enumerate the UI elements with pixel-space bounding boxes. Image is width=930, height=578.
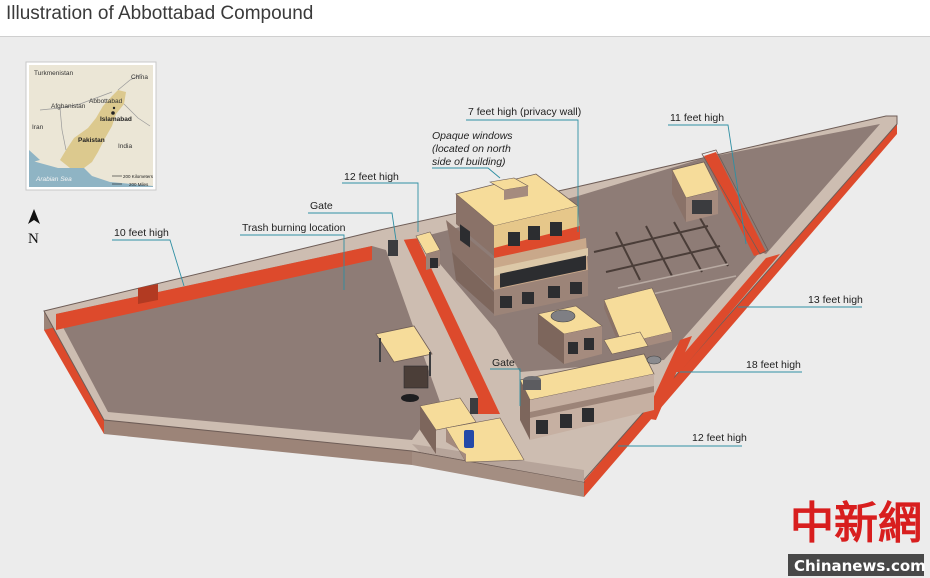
main-building [446, 173, 588, 316]
abbottabad-marker [112, 106, 116, 110]
callout-11-feet: 11 feet high [670, 112, 724, 124]
callout-12-feet-upper: 12 feet high [344, 171, 399, 183]
compound-model [43, 115, 898, 497]
north-arrow-icon: N [28, 209, 40, 247]
map-label-arabian-sea: Arabian Sea [35, 176, 72, 183]
gatehouse-south [419, 396, 525, 463]
callout-leaders [112, 119, 862, 447]
low-annex-building [603, 287, 673, 355]
guest-house-building [519, 353, 662, 440]
north-gate-opening [388, 240, 398, 256]
yard-grid [593, 217, 729, 281]
callout-trash-burning: Trash burning location [242, 222, 346, 234]
map-scale-km: 200 Kilometers [123, 174, 154, 179]
callout-privacy-wall: 7 feet high (privacy wall) [468, 106, 581, 118]
map-label-india: India [118, 143, 132, 150]
callout-gate-lower: Gate [492, 357, 515, 369]
map-scale-mi: 200 Miles [129, 182, 149, 187]
compass-letter: N [28, 231, 39, 247]
location-map: Turkmenistan China Abbottabad Afghanista… [25, 61, 157, 191]
map-label-turkmenistan: Turkmenistan [34, 70, 74, 77]
callout-opaque-windows-line2: (located on north [432, 143, 511, 155]
map-label-afghanistan: Afghanistan [51, 103, 86, 110]
watermark-chinese: 中新網 [790, 498, 922, 549]
map-label-islamabad: Islamabad [100, 116, 132, 123]
chinanews-watermark: 中新網 Chinanews.com [788, 498, 926, 576]
blue-barrel-icon [464, 430, 474, 448]
callout-opaque-windows-line3: side of building) [432, 156, 506, 168]
map-label-iran: Iran [32, 124, 44, 131]
gatehouse-north [415, 231, 441, 270]
callout-gate-upper: Gate [310, 200, 333, 212]
callout-13-feet: 13 feet high [808, 294, 863, 306]
watermark-english: Chinanews.com [794, 557, 926, 575]
page-title: Illustration of Abbottabad Compound [6, 3, 314, 24]
water-tank-building [537, 305, 603, 364]
map-label-china: China [131, 74, 148, 81]
map-label-abbottabad: Abbottabad [89, 98, 123, 105]
callout-12-feet-lower: 12 feet high [692, 432, 747, 444]
map-label-pakistan: Pakistan [78, 137, 105, 144]
title-divider [0, 36, 930, 37]
annex-building-northeast [671, 161, 719, 222]
islamabad-marker [111, 111, 115, 115]
callout-18-feet: 18 feet high [746, 359, 801, 371]
callout-10-feet: 10 feet high [114, 227, 169, 239]
callout-opaque-windows-line1: Opaque windows [432, 130, 513, 142]
trash-burning-shelter [375, 325, 433, 402]
